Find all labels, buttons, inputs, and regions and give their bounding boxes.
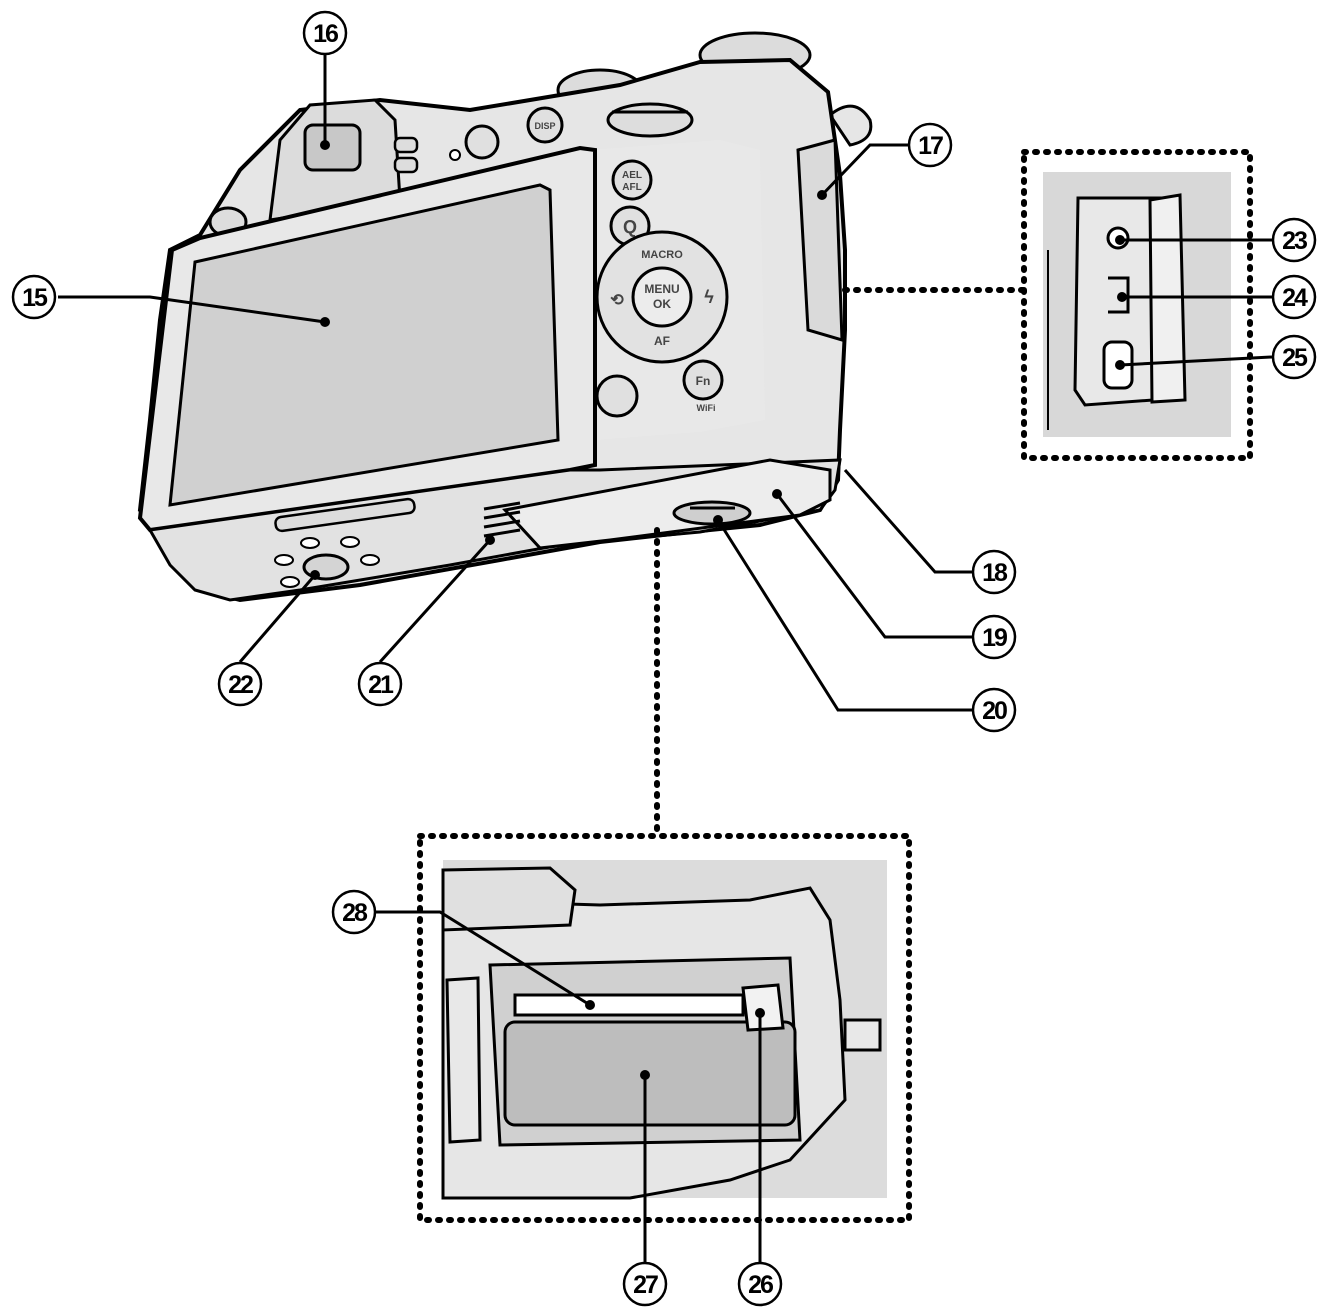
- disp-label: DISP: [534, 121, 555, 131]
- leader-end-25: [1115, 360, 1125, 370]
- macro-label: MACRO: [641, 249, 683, 261]
- diopter-slot-2: [393, 156, 419, 174]
- callout-24-label: 24: [1282, 284, 1308, 312]
- usb-port: [1108, 276, 1130, 314]
- callout-26-label: 26: [748, 1271, 773, 1299]
- af-label: AF: [654, 334, 670, 348]
- wifi-label: WiFi: [697, 403, 716, 413]
- foot-hole-5: [280, 576, 300, 588]
- callout-19: 19: [971, 614, 1017, 660]
- leader-end-24: [1117, 292, 1127, 302]
- leader-21: [378, 538, 492, 664]
- callout-27: 27: [622, 1261, 668, 1307]
- camera-back-view: DISP AEL AFL Q MENU OK MACRO AF ⟲ ϟ Fn W…: [137, 31, 873, 603]
- afl-label: AFL: [622, 182, 641, 193]
- fn-button: [682, 359, 724, 401]
- disp-button: [526, 106, 564, 144]
- menu-ok-button: [631, 266, 693, 328]
- leader-end-17: [817, 190, 827, 200]
- callout-26: 26: [737, 1261, 783, 1307]
- callout-18-label: 18: [982, 559, 1008, 587]
- callout-16: 16: [302, 10, 348, 56]
- callout-16-label: 16: [313, 20, 338, 48]
- leader-end-19: [772, 489, 782, 499]
- memory-card-slot: [513, 993, 745, 1017]
- terminal-cover: [796, 138, 844, 343]
- battery-door: [502, 458, 832, 550]
- q-label: Q: [623, 217, 637, 237]
- top-grip-shape: [441, 866, 577, 932]
- connector-inset: [1021, 149, 1253, 461]
- strap-eyelet: [827, 104, 873, 147]
- callout-24: 24: [1271, 274, 1317, 320]
- leader-end-26: [755, 1008, 765, 1018]
- callout-15-label: 15: [22, 284, 48, 312]
- callout-21-label: 21: [368, 671, 394, 699]
- callout-19-label: 19: [982, 624, 1007, 652]
- leader-15: [58, 295, 326, 324]
- callout-23-label: 23: [1282, 227, 1307, 255]
- callout-20: 20: [971, 687, 1017, 733]
- leader-end-27: [640, 1070, 650, 1080]
- leader-17: [820, 143, 908, 197]
- leader-end-20: [713, 515, 723, 525]
- leader-25: [1119, 355, 1273, 367]
- leader-lines: [58, 55, 1273, 1262]
- callout-23: 23: [1271, 217, 1317, 263]
- top-button-1: [464, 124, 500, 160]
- leader-20: [716, 519, 972, 712]
- battery: [503, 1020, 797, 1127]
- battery-latch-inset: [741, 983, 785, 1032]
- callout-25: 25: [1271, 334, 1317, 380]
- leader-end-28: [585, 1000, 595, 1010]
- menu-label: MENU: [644, 282, 679, 296]
- ok-label: OK: [653, 297, 671, 311]
- callout-28: 28: [331, 889, 377, 935]
- callout-28-label: 28: [342, 899, 368, 927]
- leader-end-16: [320, 140, 330, 150]
- rear-command-dial: [606, 102, 694, 138]
- leader-28: [375, 910, 591, 1007]
- playback-button: [595, 374, 639, 418]
- callout-15: 15: [11, 274, 57, 320]
- fn-label: Fn: [696, 374, 711, 388]
- lcd-screen: [168, 183, 560, 507]
- leader-end-15: [320, 317, 330, 327]
- callout-27-label: 27: [633, 1271, 658, 1299]
- top-button-small: [449, 149, 461, 161]
- foot-hole-1: [274, 554, 294, 566]
- bottom-slot: [274, 497, 416, 533]
- callout-22-label: 22: [228, 671, 253, 699]
- leader-end-23: [1115, 235, 1125, 245]
- foot-hole-4: [340, 536, 360, 548]
- side-tab: [843, 1018, 882, 1052]
- callout-17-label: 17: [918, 132, 943, 160]
- self-timer-symbol: ⟲: [610, 292, 624, 309]
- leader-18: [843, 469, 972, 574]
- leader-19: [775, 493, 972, 639]
- leader-end-21: [485, 535, 495, 545]
- leader-22: [238, 574, 317, 663]
- flash-symbol: ϟ: [704, 287, 714, 307]
- battery-compartment-inset: [417, 833, 912, 1223]
- diopter-slot-1: [393, 136, 419, 154]
- callout-18: 18: [971, 549, 1017, 595]
- foot-hole-2: [360, 554, 380, 566]
- side-hinge: [445, 976, 482, 1144]
- foot-hole-3: [300, 537, 320, 549]
- callout-17: 17: [907, 122, 953, 168]
- callout-21: 21: [357, 661, 403, 707]
- ael-label: AEL: [622, 170, 642, 181]
- ael-afl-button: [611, 159, 653, 201]
- leader-end-22: [310, 570, 320, 580]
- callout-22: 22: [217, 661, 263, 707]
- callout-20-label: 20: [982, 697, 1007, 725]
- callout-25-label: 25: [1282, 344, 1308, 372]
- battery-latch: [672, 500, 752, 526]
- viewfinder: [303, 123, 362, 172]
